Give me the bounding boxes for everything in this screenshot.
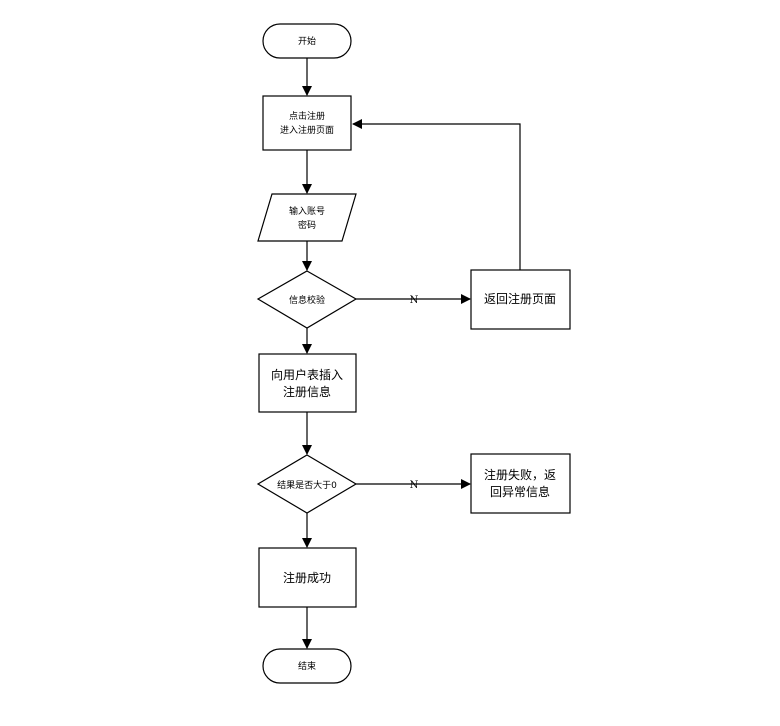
node-input-line-1: 输入账号 xyxy=(289,205,325,217)
node-end: 结束 xyxy=(262,648,352,684)
node-return-register-page: 返回注册页面 xyxy=(470,269,571,330)
node-return-label: 返回注册页面 xyxy=(484,291,556,306)
node-insert-line-1: 向用户表插入 xyxy=(271,367,343,382)
node-result-label: 结果是否大于0 xyxy=(277,479,337,491)
node-start: 开始 xyxy=(262,23,352,59)
edge-label-validate-no: N xyxy=(410,295,419,306)
node-register-fail: 注册失败，返 回异常信息 xyxy=(470,453,571,514)
node-register-success: 注册成功 xyxy=(258,547,357,608)
node-end-label: 结束 xyxy=(298,660,316,672)
node-result-check: 结果是否大于0 xyxy=(256,454,358,514)
node-validate-info: 信息校验 xyxy=(256,270,358,329)
node-fail-line-1: 注册失败，返 xyxy=(484,467,556,482)
node-success-label: 注册成功 xyxy=(283,570,331,585)
node-fail-line-2: 回异常信息 xyxy=(490,484,550,499)
node-click-register: 点击注册 进入注册页面 xyxy=(262,95,352,151)
node-input-credentials: 输入账号 密码 xyxy=(257,193,357,242)
node-click-register-line-2: 进入注册页面 xyxy=(280,124,334,136)
node-insert-user-table: 向用户表插入 注册信息 xyxy=(258,353,357,413)
node-input-line-2: 密码 xyxy=(298,219,316,231)
edge-label-result-no: N xyxy=(410,480,419,491)
node-validate-label: 信息校验 xyxy=(289,294,325,306)
node-click-register-line-1: 点击注册 xyxy=(289,110,325,122)
edge-return-to-click xyxy=(352,119,521,270)
node-insert-line-2: 注册信息 xyxy=(283,384,331,399)
node-start-label: 开始 xyxy=(298,35,316,47)
